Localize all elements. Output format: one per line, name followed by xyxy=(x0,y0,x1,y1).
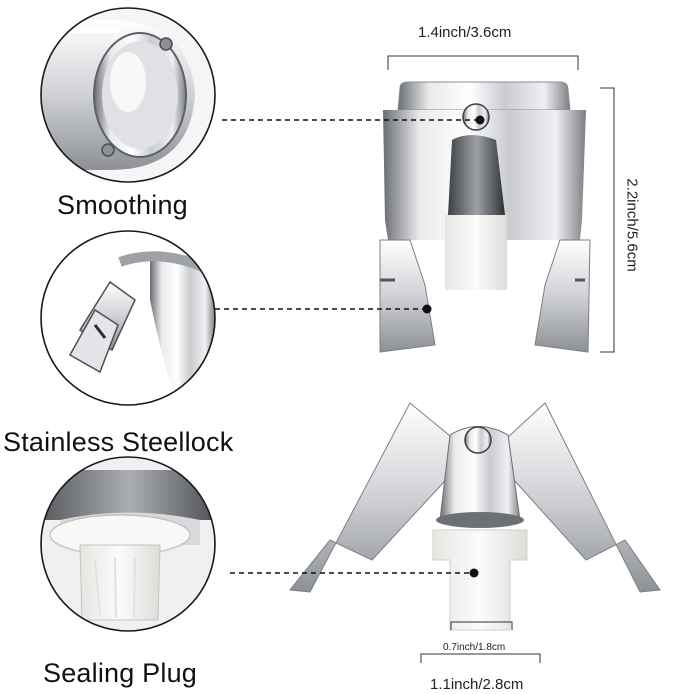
feature-label-steellock: Stainless Steellock xyxy=(3,427,234,457)
leader-lines xyxy=(215,115,485,578)
dimension-height-text: 2.2inch/5.6cm xyxy=(623,178,641,272)
stopper-front-view xyxy=(379,81,591,353)
feature-label-sealing-plug: Sealing Plug xyxy=(43,658,198,688)
dimension-lines xyxy=(387,55,615,663)
dimension-width: 1.4inch/3.6cm xyxy=(418,24,512,41)
steellock-detail-circle xyxy=(40,230,216,406)
stopper-open-view xyxy=(289,402,661,631)
dimension-height: 2.2inch/5.6cm xyxy=(612,150,652,300)
feature-label-smoothing: Smoothing xyxy=(57,190,188,220)
sealing-plug-detail-circle xyxy=(40,456,216,632)
dimension-plug-large: 1.1inch/2.8cm xyxy=(430,676,524,693)
smoothing-detail-circle xyxy=(40,7,216,183)
dimension-plug-small: 0.7inch/1.8cm xyxy=(443,642,506,653)
